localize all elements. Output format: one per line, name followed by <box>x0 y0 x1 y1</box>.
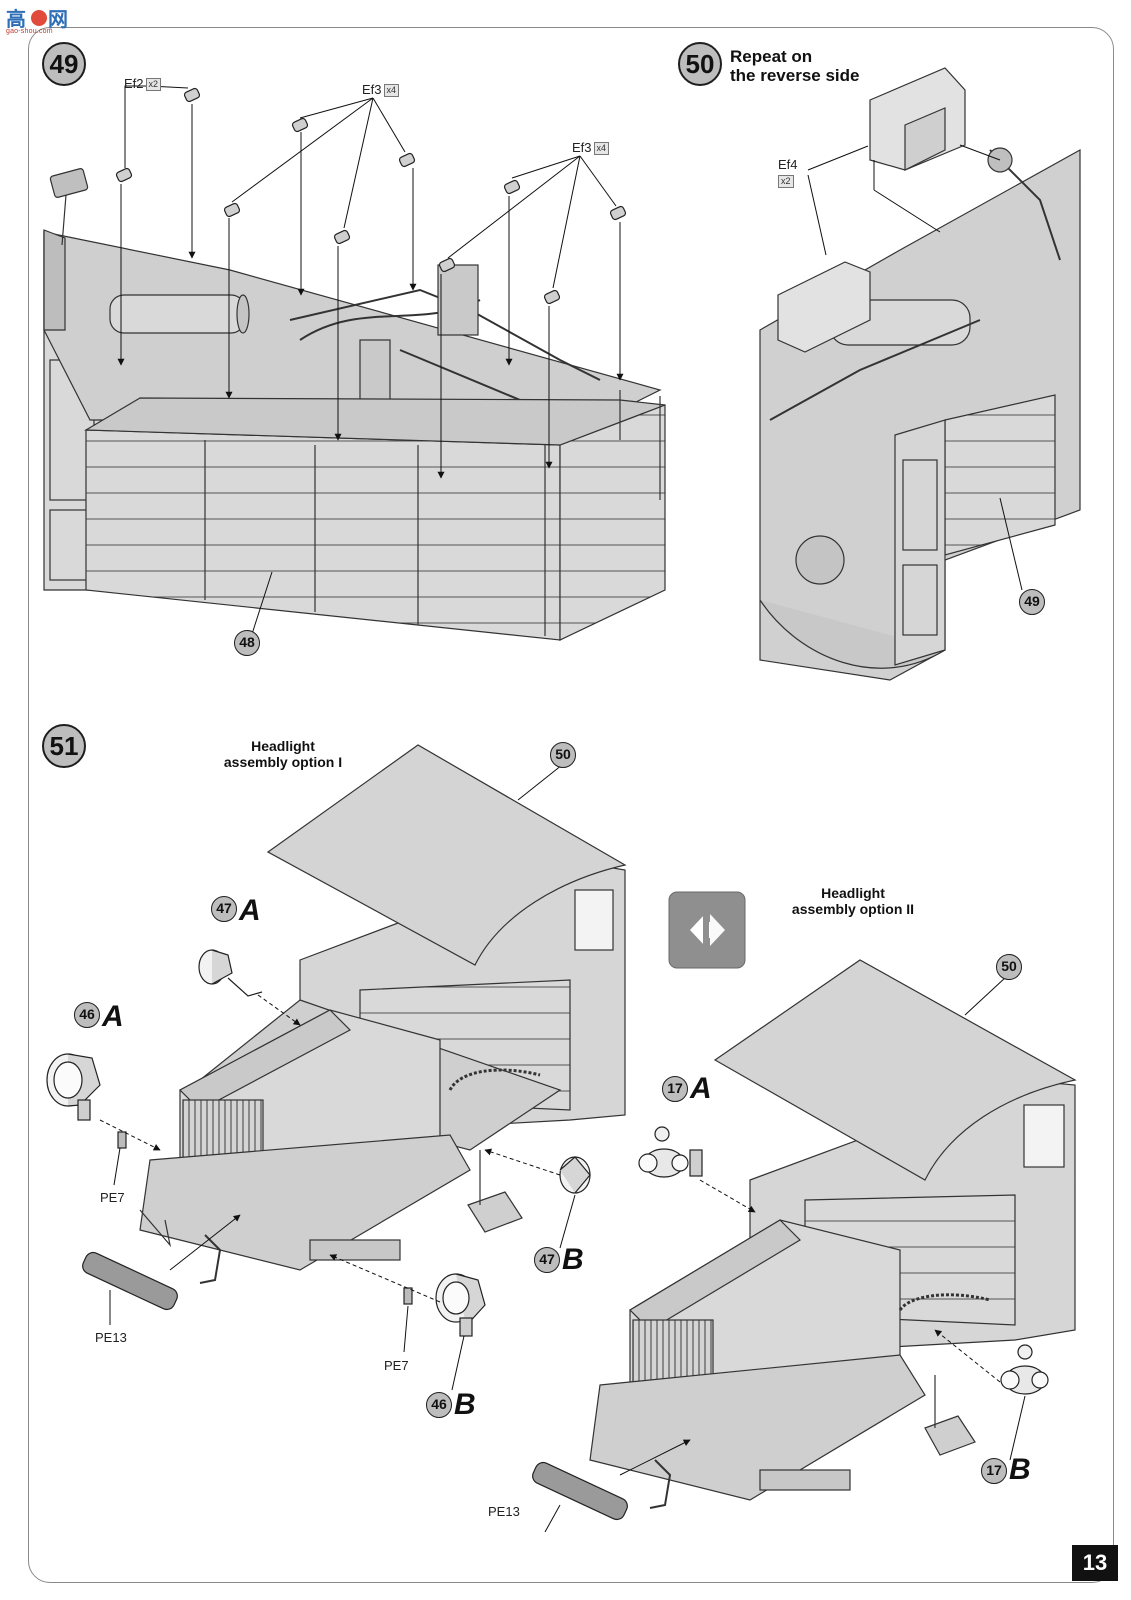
site-logo-url: gao-shou.com <box>6 28 53 35</box>
ref-badge-49: 49 <box>1019 589 1045 615</box>
step51-cab-option2 <box>589 959 1077 1509</box>
option-letter-47a: A <box>239 894 261 927</box>
page-frame <box>28 27 1114 1583</box>
headlights-option1 <box>46 949 591 1337</box>
caption-headlight-option-1: Headlight assembly option I <box>223 738 343 770</box>
step51-cab-option1 <box>139 744 627 1284</box>
ref-badge-17a: 17 <box>662 1076 688 1102</box>
ref-badge-48: 48 <box>234 630 260 656</box>
part-label-pe7-left: PE7 <box>100 1190 125 1205</box>
step-49-badge: 49 <box>42 42 86 86</box>
step49-fasteners <box>115 87 627 305</box>
step49-arrows <box>117 85 624 635</box>
step-50-badge: 50 <box>678 42 722 86</box>
headlight-47b <box>559 1156 591 1194</box>
headlight-47a <box>198 949 263 997</box>
step50-arrows <box>807 144 1023 591</box>
part-label-pe13-right: PE13 <box>488 1504 520 1519</box>
headlights-option2 <box>532 1126 1049 1521</box>
ref-badge-17b: 17 <box>981 1458 1007 1484</box>
step49-drawing <box>43 168 666 641</box>
option-letter-17a: A <box>690 1072 712 1105</box>
option-letter-46a: A <box>102 1000 124 1033</box>
lantern-17a <box>638 1126 703 1178</box>
site-logo: 高 网 <box>6 7 68 31</box>
step-51-badge: 51 <box>42 724 86 768</box>
option-letter-46b: B <box>454 1388 476 1421</box>
part-label-pe13-left: PE13 <box>95 1330 127 1345</box>
svg-text:网: 网 <box>48 7 68 31</box>
option-letter-47b: B <box>562 1243 584 1276</box>
ref-badge-47a: 47 <box>211 896 237 922</box>
ref-badge-46b: 46 <box>426 1392 452 1418</box>
ref-badge-50-option1: 50 <box>550 742 576 768</box>
ref-badge-47b: 47 <box>534 1247 560 1273</box>
step51-option1-arrows <box>99 764 576 1391</box>
option-letter-17b: B <box>1009 1453 1031 1486</box>
page-number: 13 <box>1072 1545 1118 1581</box>
part-label-pe7-right: PE7 <box>384 1358 409 1373</box>
step-50-note: Repeat on the reverse side <box>730 47 860 85</box>
svg-text:高: 高 <box>6 7 26 31</box>
caption-headlight-option-2: Headlight assembly option II <box>791 885 915 917</box>
swap-icon <box>668 891 746 969</box>
headlight-46a <box>46 1053 101 1121</box>
step50-drawing <box>759 67 1081 681</box>
step51-option2-arrows <box>544 976 1026 1533</box>
ref-badge-46a: 46 <box>74 1002 100 1028</box>
ref-badge-50-option2: 50 <box>996 954 1022 980</box>
lantern-17b <box>1000 1344 1049 1395</box>
headlight-46b <box>435 1273 486 1337</box>
